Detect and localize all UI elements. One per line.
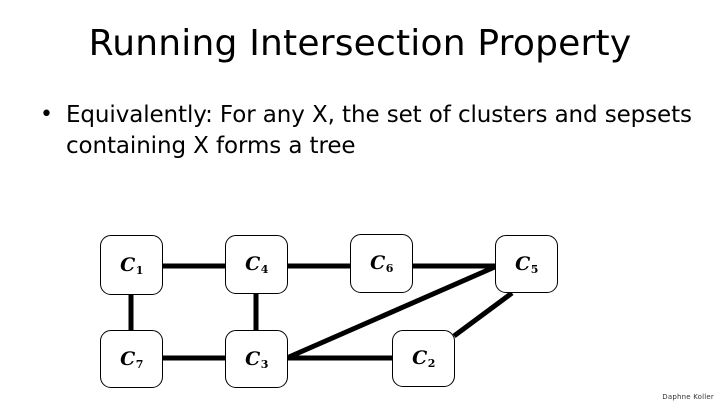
graph-node-label: C5 [515, 252, 539, 276]
graph-node-c3[interactable]: C3 [225, 330, 288, 388]
graph-node-c6[interactable]: C6 [350, 234, 413, 293]
graph-node-label: C7 [120, 347, 144, 371]
graph-node-label: C1 [120, 253, 144, 277]
graph-edge-c3-c5 [287, 263, 499, 360]
graph-node-label: C3 [245, 347, 269, 371]
graph-node-label: C2 [412, 347, 436, 370]
graph-node-c2[interactable]: C2 [392, 330, 455, 387]
graph-node-label: C6 [370, 252, 394, 275]
graph-edge-c2-c5 [452, 290, 514, 339]
graph-node-label: C4 [245, 253, 269, 276]
graph-node-c7[interactable]: C7 [100, 330, 163, 388]
graph-node-c4[interactable]: C4 [225, 235, 288, 294]
bullet-list: • Equivalently: For any X, the set of cl… [36, 100, 696, 162]
graph-node-c1[interactable]: C1 [100, 235, 163, 295]
bullet-marker-icon: • [40, 102, 53, 127]
graph-node-c5[interactable]: C5 [495, 235, 558, 293]
bullet-item-text: Equivalently: For any X, the set of clus… [66, 102, 692, 159]
page-title: Running Intersection Property [88, 23, 632, 64]
author-watermark: Daphne Koller [662, 393, 714, 401]
